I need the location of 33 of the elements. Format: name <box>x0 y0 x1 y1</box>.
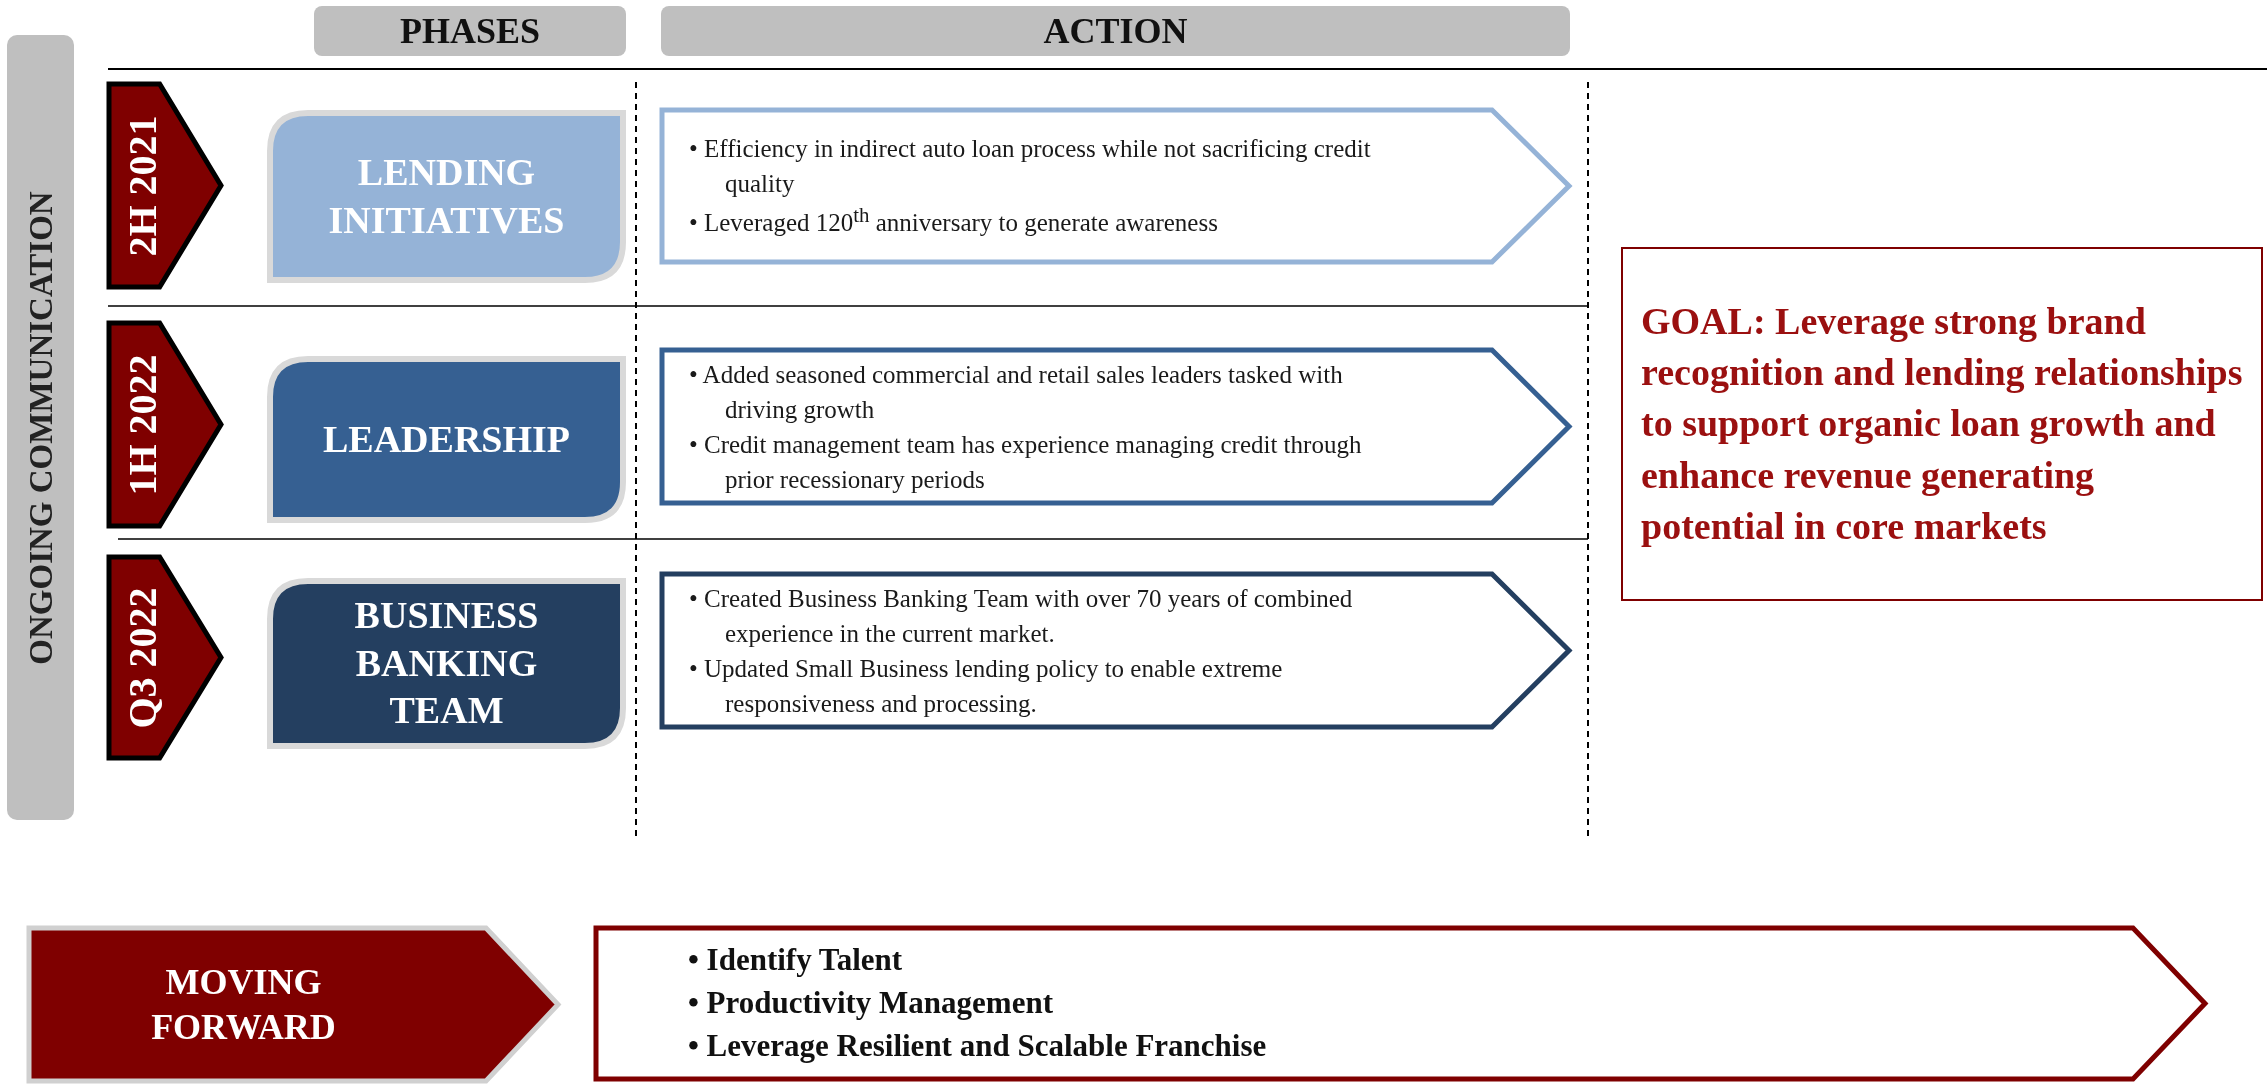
action-arrow-box <box>659 347 1572 506</box>
phase-box <box>267 110 626 283</box>
phase-box <box>267 356 626 523</box>
column-heading: PHASES <box>399 10 540 52</box>
action-arrow-box <box>659 571 1572 730</box>
date-tab <box>107 555 224 760</box>
date-label: 1H 2022 <box>118 352 166 498</box>
date-label: 2H 2021 <box>118 113 166 259</box>
date-tab <box>107 321 224 528</box>
bullet-text: • Leveraged 120$^{th}$ anniversary to generate awareness <box>689 202 1219 239</box>
side-label: ONGOING COMMUNICATION <box>21 189 60 667</box>
bullet-text: • Leverage Resilient and Scalable Franchise <box>688 1026 1268 1065</box>
phase-title: BUSINESS BANKING TEAM <box>353 593 540 734</box>
header-bar <box>314 6 626 56</box>
column-heading: ACTION <box>1043 10 1188 52</box>
phase-title: LEADERSHIP <box>322 416 571 462</box>
action-arrow-box <box>659 107 1572 265</box>
phase-title: LENDING INITIATIVES <box>327 150 566 243</box>
bullet-text: • Created Business Banking Team with over 70 years of combined experience in the current market. <box>689 583 1354 649</box>
bullet-text: • Identify Talent <box>688 941 904 980</box>
bullet-text: • Credit management team has experience managing credit through prior recessionary periods <box>689 429 1363 495</box>
bullet-text: • Added seasoned commercial and retail sales leaders tasked with driving growth <box>689 359 1344 425</box>
date-label: Q3 2022 <box>118 585 166 731</box>
phase-box <box>267 578 626 749</box>
phase-arrow <box>26 925 561 1084</box>
bullet-text: • Updated Small Business lending policy to enable extreme responsiveness and processing. <box>689 653 1284 719</box>
phase-title: MOVING FORWARD <box>150 960 337 1049</box>
header-bar <box>661 6 1570 56</box>
vertical-side-bar <box>7 35 74 820</box>
goal-text: GOAL: Leverage strong brand recognition and lending relationships to support organic loan growth and enhance revenue generating potential in core markets <box>1641 298 2243 549</box>
goal-box <box>1621 247 2263 601</box>
date-tab <box>107 82 224 289</box>
bullet-text: • Productivity Management <box>688 984 1054 1023</box>
